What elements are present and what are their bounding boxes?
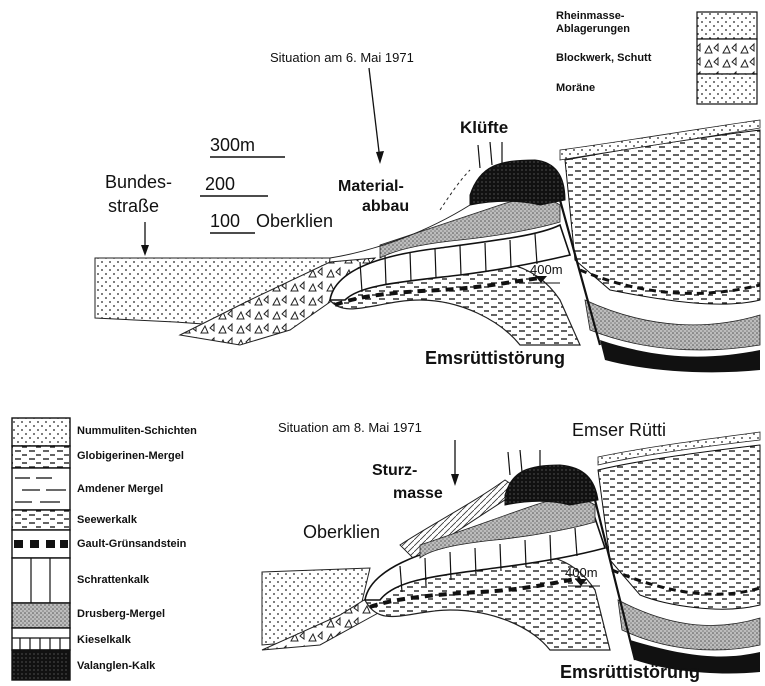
top-fault-label: Emsrüttistörung — [425, 348, 565, 369]
scale-300-label: 300m — [210, 135, 255, 156]
legend-label-kieselkalk: Kieselkalk — [77, 634, 131, 646]
bottom-oberklien-label: Oberklien — [303, 522, 380, 543]
kluefte-label: Klüfte — [460, 118, 508, 138]
swatch-drusberg — [12, 603, 70, 628]
legend-left-swatches — [12, 418, 70, 680]
swatch-rheinmasse — [697, 12, 757, 39]
swatch-blockwerk — [697, 39, 757, 74]
bundes-label: Bundes- — [105, 172, 172, 193]
legend-label-globigerinen: Globigerinen-Mergel — [77, 450, 184, 462]
abbau-label: abbau — [362, 198, 409, 216]
top-right-block — [565, 130, 760, 304]
top-cross-section — [95, 68, 760, 372]
swatch-seewerkalk — [12, 510, 70, 530]
legend-label-drusberg: Drusberg-Mergel — [77, 608, 165, 620]
legend-label-nummuliten: Nummuliten-Schichten — [77, 425, 197, 437]
legend-label-moraene: Moräne — [556, 82, 595, 94]
swatch-schrattenkalk — [12, 558, 70, 603]
swatch-kieselkalk — [12, 628, 70, 650]
masse-label: masse — [393, 485, 443, 503]
bottom-fault-label: Emsrüttistörung — [560, 662, 700, 683]
legend-label-amdener: Amdener Mergel — [77, 483, 163, 495]
emser-ruetti-label: Emser Rütti — [572, 420, 666, 441]
swatch-globigerinen — [12, 446, 70, 468]
top-situation-label: Situation am 6. Mai 1971 — [270, 50, 414, 65]
top-situation-arrow — [369, 68, 380, 160]
legend-label-rheinmasse: Rheinmasse- Ablagerungen — [556, 10, 630, 36]
legend-top-swatches — [697, 12, 757, 104]
bottom-cross-section — [262, 432, 760, 674]
swatch-valanglen — [12, 650, 70, 680]
scale-200-label: 200 — [205, 174, 235, 195]
bottom-situation-label: Situation am 8. Mai 1971 — [278, 420, 422, 435]
swatch-moraene — [697, 74, 757, 104]
legend-label-valanglen: Valanglen-Kalk — [77, 660, 155, 672]
material-label: Material- — [338, 178, 404, 196]
top-400m-label: 400m — [530, 262, 563, 277]
sturz-label: Sturz- — [372, 462, 417, 480]
legend-label-schrattenkalk: Schrattenkalk — [77, 574, 149, 586]
legend-label-seewerkalk: Seewerkalk — [77, 514, 137, 526]
top-oberklien-label: Oberklien — [256, 211, 333, 232]
bottom-emser-ruetti-block — [505, 465, 598, 505]
legend-label-gault: Gault-Grünsandstein — [77, 538, 186, 550]
swatch-nummuliten — [12, 418, 70, 446]
swatch-amdener — [12, 468, 70, 510]
scale-100-label: 100 — [210, 211, 240, 232]
strasse-label: straße — [108, 196, 159, 217]
bottom-400m-label: 400m — [565, 565, 598, 580]
top-kluefte-block — [470, 160, 565, 205]
legend-label-blockwerk: Blockwerk, Schutt — [556, 52, 651, 64]
bottom-right-block — [598, 445, 760, 609]
